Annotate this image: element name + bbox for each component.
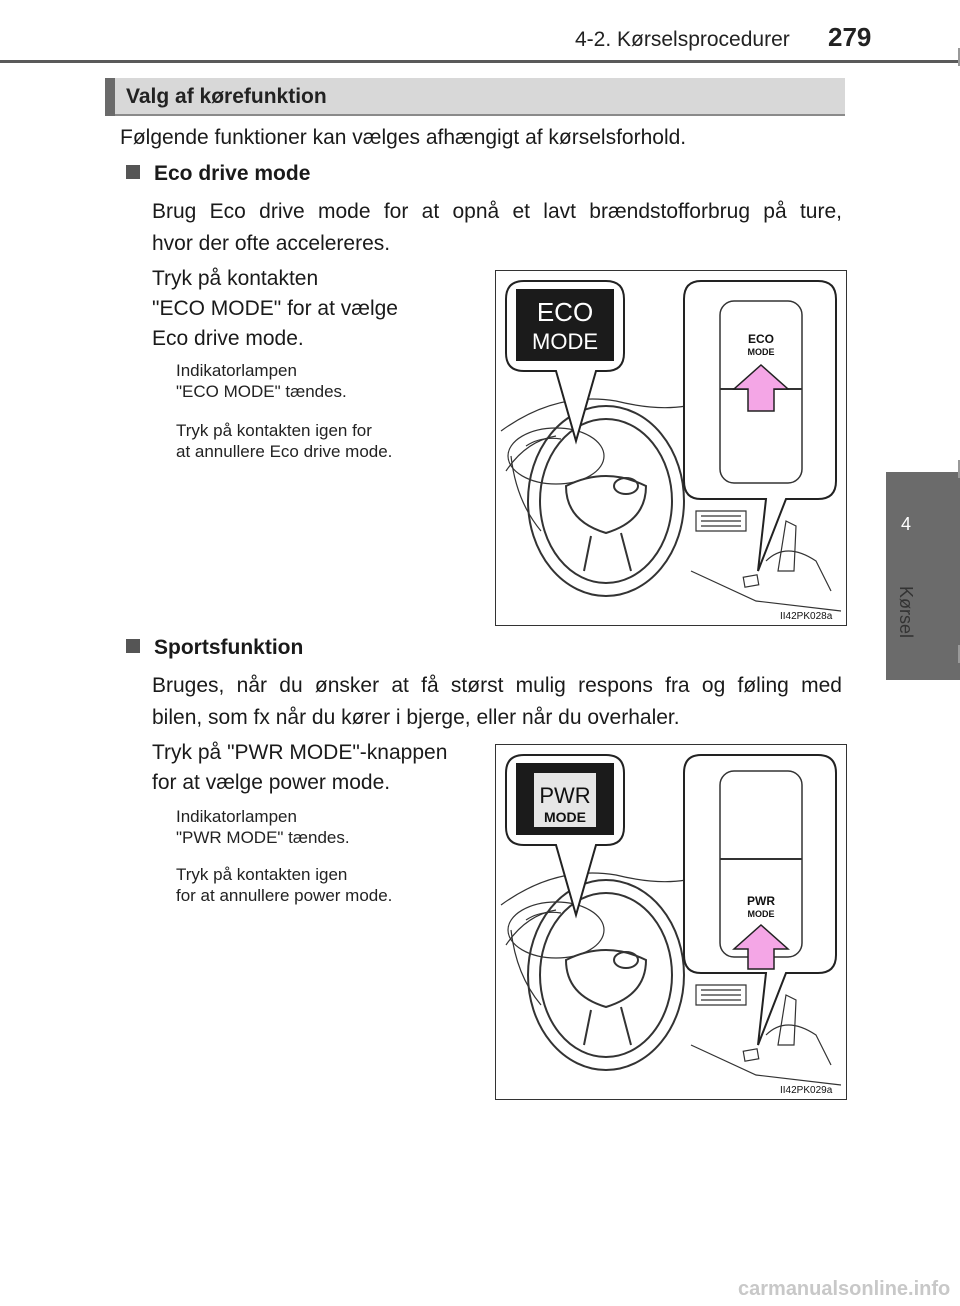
sport-instruction-line: for at vælge power mode.: [152, 771, 391, 794]
section-heading-box: [105, 78, 845, 116]
eco-switch-top: ECO: [748, 332, 774, 346]
intro-text: Følgende funktioner kan vælges afhængigt…: [120, 126, 687, 149]
eco-body-line: hvor der ofte accelereres.: [152, 232, 391, 255]
pwr-indicator-top: PWR: [539, 783, 590, 808]
sport-body: Bruges, når du ønsker at få størst mulig…: [152, 670, 842, 734]
note-line: "PWR MODE" tændes.: [176, 828, 350, 847]
eco-indicator-top: ECO: [537, 297, 593, 327]
note-line: Tryk på kontakten igen: [176, 865, 348, 884]
header-rule: [0, 60, 960, 63]
press-arrow-icon: [732, 363, 790, 412]
eco-instruction-line: "ECO MODE" for at vælge: [152, 297, 398, 320]
sport-body-line: bilen, som fx når du kører i bjerge, ell…: [152, 706, 680, 729]
edge-mark: [958, 460, 960, 478]
chapter-tab-label: Kørsel: [896, 586, 916, 639]
eco-title: Eco drive mode: [154, 162, 311, 185]
press-arrow-icon: [732, 923, 790, 970]
eco-figure-code: II42PK028a: [780, 611, 833, 622]
note-line: Indikatorlampen: [176, 807, 297, 826]
pwr-switch-bottom: MODE: [748, 909, 775, 919]
eco-note-1: Indikatorlampen "ECO MODE" tændes.: [176, 360, 347, 402]
section-heading: Valg af kørefunktion: [126, 85, 327, 108]
edge-mark: [958, 48, 960, 66]
eco-heading: Eco drive mode: [126, 162, 310, 186]
eco-indicator-bottom: MODE: [532, 329, 598, 354]
sport-heading: Sportsfunktion: [126, 636, 303, 660]
eco-switch-bottom: MODE: [748, 347, 775, 357]
eco-mode-illustration: ECO MODE ECO MODE II42PK028a: [500, 280, 842, 622]
eco-mode-figure: ECO MODE ECO MODE II42PK028a: [495, 270, 847, 626]
pwr-indicator-bottom: MODE: [544, 809, 586, 825]
pwr-switch-top: PWR: [747, 894, 775, 908]
chapter-tab: [886, 472, 960, 680]
section-label: 4-2. Kørselsprocedurer: [575, 28, 790, 51]
eco-instruction: Tryk på kontakten "ECO MODE" for at vælg…: [152, 264, 398, 354]
edge-mark: [958, 645, 960, 663]
page-number: 279: [828, 22, 872, 52]
eco-note-2: Tryk på kontakten igen for at annullere …: [176, 420, 392, 462]
note-line: "ECO MODE" tændes.: [176, 382, 347, 401]
eco-instruction-line: Tryk på kontakten: [152, 267, 319, 290]
eco-body-line: Brug Eco drive mode for at opnå et lavt …: [152, 200, 842, 223]
pwr-mode-illustration: PWR MODE PWR MODE II42PK029a: [500, 754, 842, 1096]
watermark: carmanualsonline.info: [738, 1278, 951, 1300]
bullet-square-icon: [126, 165, 140, 179]
sport-body-line: Bruges, når du ønsker at få størst mulig…: [152, 674, 842, 697]
eco-body: Brug Eco drive mode for at opnå et lavt …: [152, 196, 842, 260]
chapter-tab-number: 4: [900, 514, 911, 534]
bullet-square-icon: [126, 639, 140, 653]
sport-instruction-line: Tryk på "PWR MODE"-knappen: [152, 741, 448, 764]
section-heading-bar: [105, 78, 115, 116]
note-line: at annullere Eco drive mode.: [176, 442, 393, 461]
eco-instruction-line: Eco drive mode.: [152, 327, 304, 350]
sport-note-1: Indikatorlampen "PWR MODE" tændes.: [176, 806, 350, 848]
note-line: Tryk på kontakten igen for: [176, 421, 372, 440]
sport-title: Sportsfunktion: [154, 636, 304, 659]
pwr-mode-figure: PWR MODE PWR MODE II42PK029a: [495, 744, 847, 1100]
note-line: for at annullere power mode.: [176, 886, 393, 905]
pwr-figure-code: II42PK029a: [780, 1085, 833, 1096]
sport-note-2: Tryk på kontakten igen for at annullere …: [176, 864, 392, 906]
sport-instruction: Tryk på "PWR MODE"-knappen for at vælge …: [152, 738, 447, 798]
eco-indicator-panel: [516, 289, 614, 361]
note-line: Indikatorlampen: [176, 361, 297, 380]
